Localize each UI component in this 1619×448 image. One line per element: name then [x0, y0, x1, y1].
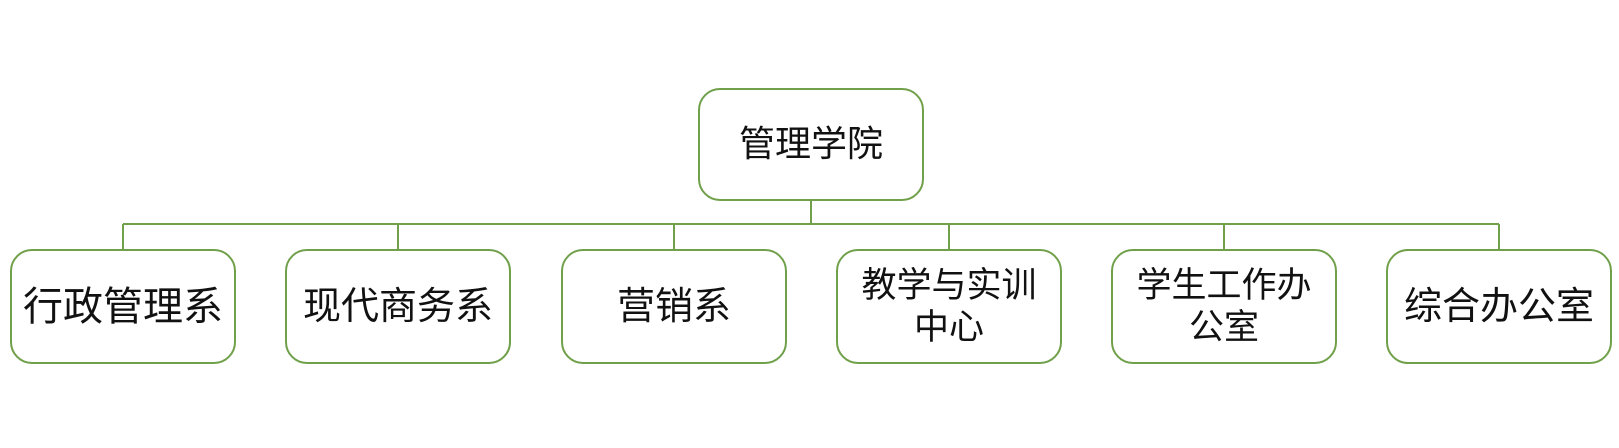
child-node-label: 综合办公室: [1403, 283, 1594, 328]
child-node-teaching-training-center: 教学与实训中心: [836, 249, 1062, 364]
child-node-label: 营销系: [616, 283, 731, 328]
child-node-marketing: 营销系: [561, 249, 787, 364]
child-node-general-office: 综合办公室: [1386, 249, 1612, 364]
child-node-modern-business: 现代商务系: [285, 249, 511, 364]
child-node-label: 教学与实训中心: [861, 265, 1037, 348]
root-node-management-school: 管理学院: [698, 88, 924, 201]
child-node-administrative-management: 行政管理系: [10, 249, 236, 364]
root-node-label: 管理学院: [738, 123, 883, 165]
child-node-label: 行政管理系: [23, 283, 223, 330]
child-node-label: 现代商务系: [302, 283, 493, 328]
child-node-label: 学生工作办公室: [1136, 265, 1312, 348]
child-node-student-affairs-office: 学生工作办公室: [1111, 249, 1337, 364]
